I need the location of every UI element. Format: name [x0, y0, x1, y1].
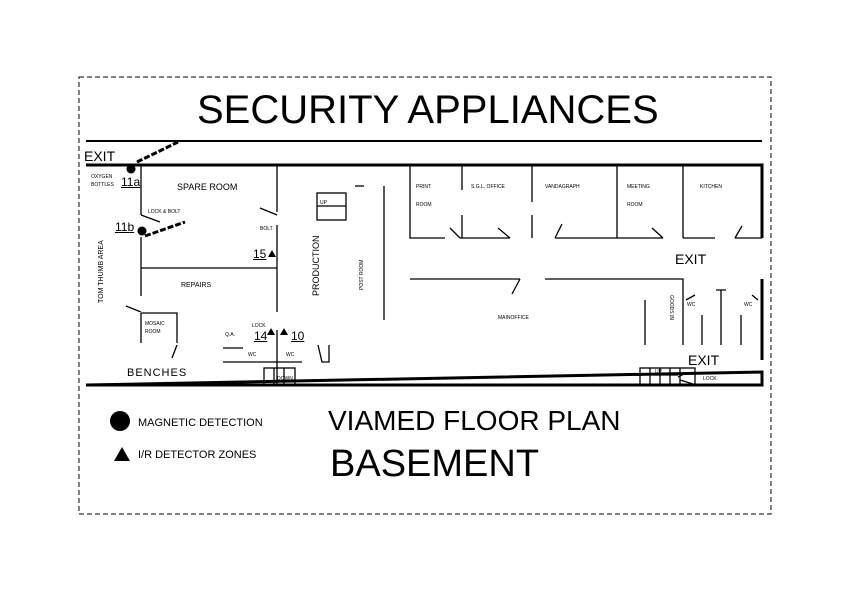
- lock-label: LOCK: [703, 376, 717, 382]
- ir-sensor-10: [280, 328, 288, 335]
- room-main-office: MAINOFFICE: [498, 315, 529, 321]
- room-tom-thumb-area: TOM THUMB AREA: [98, 240, 105, 303]
- room-production: PRODUCTION: [311, 235, 321, 297]
- room-spare-room: SPARE ROOM: [177, 182, 238, 192]
- building-walls: [85, 140, 764, 387]
- exit-label: EXIT: [84, 148, 116, 164]
- page-title: SECURITY APPLIANCES: [197, 88, 659, 132]
- room-label: PRINT: [416, 184, 431, 190]
- qa-label: Q.A.: [225, 332, 236, 338]
- sensor-label-15: 15: [253, 247, 267, 261]
- legend-ir-icon: [114, 447, 130, 461]
- wc-label: WC: [286, 352, 295, 358]
- ir-sensor-14: [267, 328, 275, 335]
- wc-label: WC: [744, 302, 753, 308]
- lock-bolt-label: LOCK & BOLT: [148, 209, 181, 215]
- stairs-down-label: DOWN: [277, 376, 293, 382]
- bolt-label: BOLT: [260, 226, 273, 232]
- room-post-room: POST ROOM: [359, 259, 365, 290]
- legend-magnetic-label: MAGNETIC DETECTION: [138, 417, 263, 429]
- room-sgl-office: S.G.L. OFFICE: [471, 184, 505, 190]
- room-label: BOTTLES: [91, 182, 114, 188]
- plan-subtitle: BASEMENT: [330, 443, 540, 485]
- sensor-label-10: 10: [291, 329, 305, 343]
- room-label: MEETING: [627, 184, 650, 190]
- magnetic-sensor-11b: [137, 226, 147, 236]
- benches-label: BENCHES: [127, 367, 188, 379]
- room-goods-in: GOODS IN: [668, 295, 674, 321]
- sensor-label-14: 14: [254, 329, 268, 343]
- wc-label: WC: [687, 302, 696, 308]
- room-label: ROOM: [145, 329, 161, 335]
- stairs-up-label: UP: [655, 369, 662, 375]
- lock-label: LOCK: [252, 323, 266, 329]
- page-frame: [78, 76, 772, 515]
- legend-magnetic-icon: [110, 411, 130, 431]
- legend-ir-label: I/R DETECTOR ZONES: [138, 449, 257, 461]
- room-vandagraph: VANDAGRAPH: [545, 184, 580, 190]
- sensor-label-11b: 11b: [115, 220, 135, 234]
- room-label: MOSAIC: [145, 321, 165, 327]
- exit-label: EXIT: [675, 251, 707, 267]
- sensor-label-11a: 11a: [121, 175, 141, 189]
- room-label: OXYGEN: [91, 174, 113, 180]
- ir-sensor-15: [268, 250, 276, 257]
- room-label: ROOM: [627, 202, 643, 208]
- room-repairs: REPAIRS: [181, 282, 212, 289]
- room-label: ROOM: [416, 202, 432, 208]
- exit-label: EXIT: [688, 352, 720, 368]
- wc-label: WC: [248, 352, 257, 358]
- room-kitchen: KITCHEN: [700, 184, 722, 190]
- magnetic-sensor-11a: [126, 164, 136, 174]
- stairs-up-label: UP: [320, 200, 327, 206]
- plan-title: VIAMED FLOOR PLAN: [328, 405, 621, 436]
